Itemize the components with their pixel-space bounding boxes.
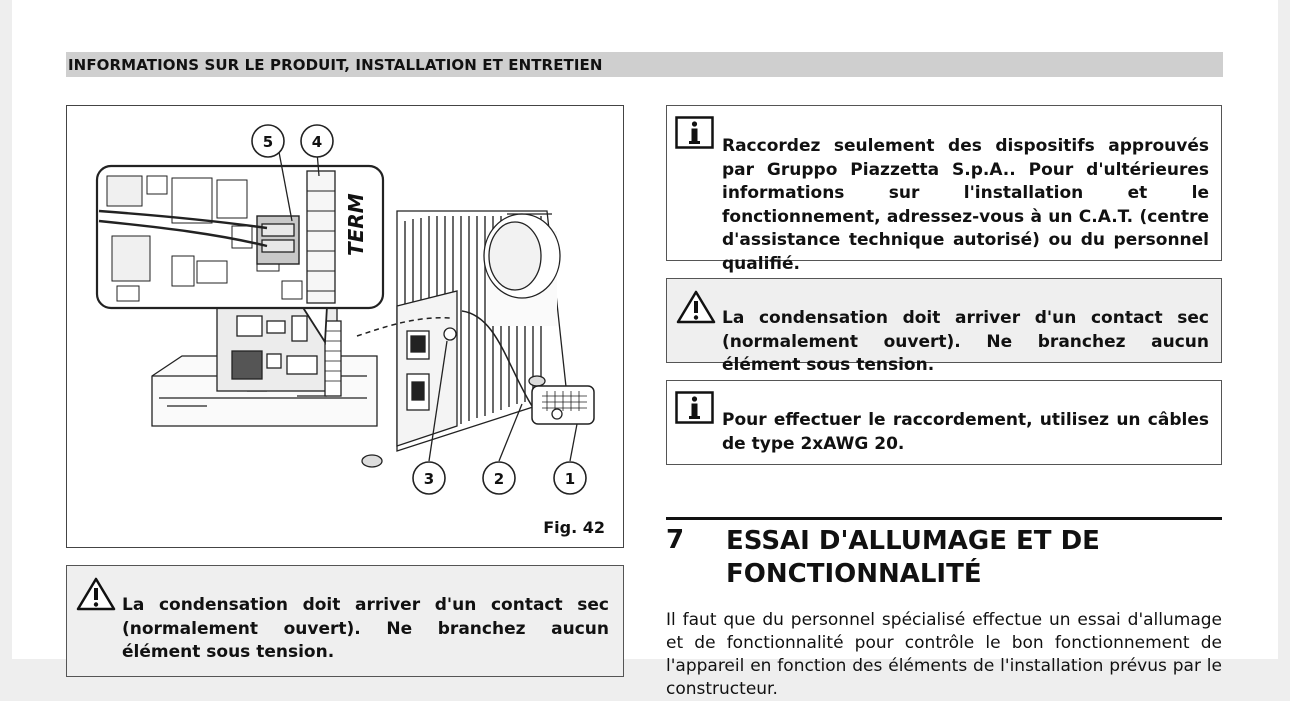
section-divider	[666, 517, 1222, 520]
manual-page: INFORMATIONS SUR LE PRODUIT, INSTALLATIO…	[12, 0, 1278, 699]
warning-note-text: La condensation doit arriver d'un contac…	[722, 308, 1209, 375]
term-label: TERM	[344, 193, 368, 256]
warning-icon	[75, 576, 117, 620]
section-title: ESSAI D'ALLUMAGE ET DE FONCTIONNALITÉ	[726, 526, 1100, 589]
info-note: Raccordez seulement des dispositifs appr…	[666, 105, 1222, 274]
callout-5: 5	[263, 133, 273, 151]
warning-note-bottom: La condensation doit arriver d'un contac…	[66, 565, 624, 677]
warning-icon	[675, 289, 717, 333]
figure-caption: Fig. 42	[543, 518, 605, 537]
callout-1: 1	[565, 470, 575, 488]
warning-note-bottom-text: La condensation doit arriver d'un contac…	[122, 595, 609, 662]
callout-4: 4	[312, 133, 322, 151]
page-header-bar: INFORMATIONS SUR LE PRODUIT, INSTALLATIO…	[66, 52, 1223, 77]
info-note-cable-text: Pour effectuer le raccordement, utilisez…	[722, 410, 1209, 454]
info-icon	[675, 391, 715, 433]
callout-2: 2	[494, 470, 504, 488]
info-note-text: Raccordez seulement des dispositifs appr…	[722, 136, 1209, 274]
section-body: Il faut que du personnel spécialisé effe…	[666, 610, 1222, 699]
page-header-title: INFORMATIONS SUR LE PRODUIT, INSTALLATIO…	[68, 56, 603, 74]
section-number: 7	[666, 525, 685, 555]
callout-3: 3	[424, 470, 434, 488]
technical-illustration: TERM 5 4 3 2 1	[95, 124, 595, 495]
info-icon	[675, 116, 715, 158]
info-note-cable: Pour effectuer le raccordement, utilisez…	[666, 380, 1222, 465]
figure-42: TERM 5 4 3 2 1 Fig. 42	[66, 105, 624, 548]
warning-note: La condensation doit arriver d'un contac…	[666, 278, 1222, 375]
